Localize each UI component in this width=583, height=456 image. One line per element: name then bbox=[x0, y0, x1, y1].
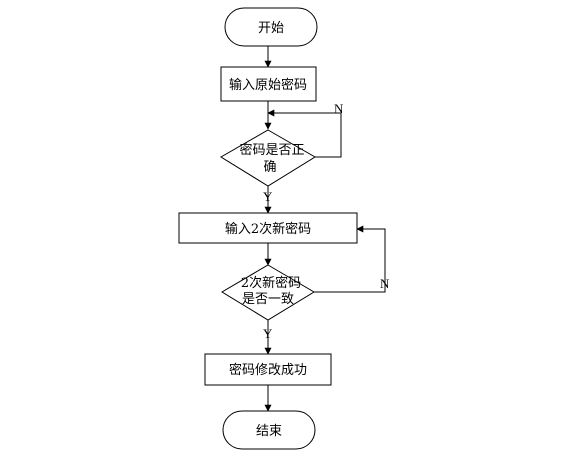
check-original-no-label: N bbox=[334, 101, 344, 116]
check-original-label-line1: 密码是否正 bbox=[239, 142, 304, 158]
edge-check-original-no bbox=[267, 109, 342, 158]
password-changed-success-label: 密码修改成功 bbox=[229, 362, 307, 378]
check-original-decision: 密码是否正 确 bbox=[220, 129, 316, 187]
check-new-label-line1: 2次新密码 bbox=[241, 275, 301, 291]
check-new-no-label: N bbox=[380, 276, 390, 291]
edge-check-new-no bbox=[314, 225, 386, 293]
check-original-yes-label: Y bbox=[263, 189, 273, 204]
start-label: 开始 bbox=[258, 21, 284, 36]
input-original-password-node: 输入原始密码 bbox=[220, 66, 317, 102]
end-label: 结束 bbox=[256, 424, 282, 439]
input-new-password-node: 输入2次新密码 bbox=[178, 212, 358, 244]
end-node: 结束 bbox=[222, 410, 316, 450]
check-new-yes-label: Y bbox=[263, 326, 273, 341]
input-original-password-label: 输入原始密码 bbox=[229, 77, 307, 93]
password-changed-success-node: 密码修改成功 bbox=[204, 353, 332, 386]
check-new-label-line2: 是否一致 bbox=[242, 292, 294, 307]
check-new-decision: 2次新密码 是否一致 bbox=[221, 264, 315, 321]
input-new-password-label: 输入2次新密码 bbox=[225, 221, 311, 237]
check-original-label-line2: 确 bbox=[263, 160, 276, 175]
start-node: 开始 bbox=[224, 7, 318, 47]
